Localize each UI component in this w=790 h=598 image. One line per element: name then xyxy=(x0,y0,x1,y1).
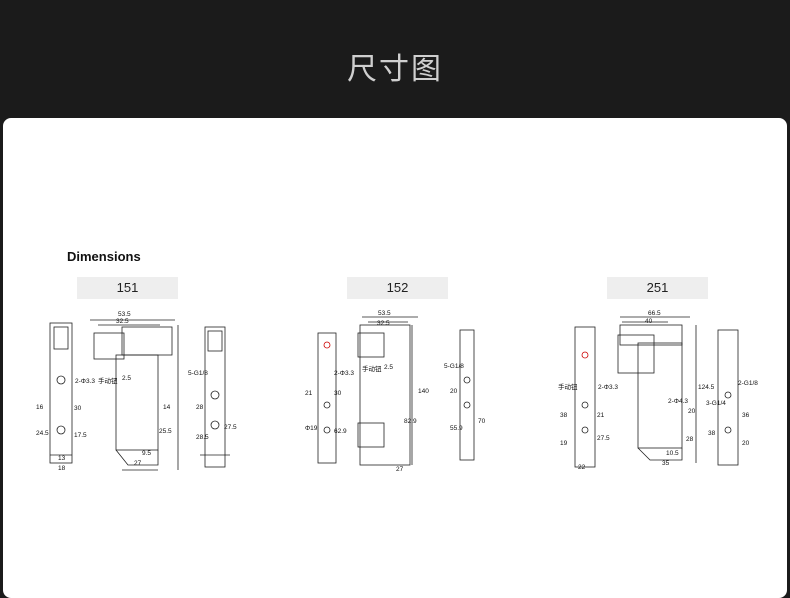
page-title: 尺寸图 xyxy=(347,52,443,87)
dim-label: 66.5 xyxy=(648,310,661,317)
dim-label: 13 xyxy=(58,455,66,462)
dim-label: 38 xyxy=(708,430,716,437)
dim-label: 27.5 xyxy=(597,435,610,442)
dim-label: 20 xyxy=(450,388,458,395)
dim-label: 32.5 xyxy=(116,318,129,325)
dim-label: 40 xyxy=(645,318,653,325)
dim-label: 14 xyxy=(163,404,171,411)
dim-label: 2-Φ3.3 xyxy=(334,370,354,377)
dim-label: 19 xyxy=(560,440,568,447)
dim-label: 28 xyxy=(686,436,694,443)
dim-label: 2.5 xyxy=(122,375,131,382)
dim-label: 5-G1/8 xyxy=(444,363,464,370)
dim-label: 10.5 xyxy=(666,450,679,457)
dim-label: 35 xyxy=(662,460,670,467)
dim-label: 27 xyxy=(134,460,142,467)
dim-label: 手动钮 xyxy=(362,364,382,373)
dim-label: 27 xyxy=(396,466,404,473)
dim-label: 17.5 xyxy=(74,432,87,439)
dim-label: 30 xyxy=(74,405,82,412)
dim-label: 22 xyxy=(578,464,586,471)
dim-label: 手动钮 xyxy=(558,382,578,391)
dim-label: 2.5 xyxy=(384,364,393,371)
dim-label: 55.9 xyxy=(450,425,463,432)
dim-label: 5-G1/8 xyxy=(188,370,208,377)
page-header: 尺寸图 xyxy=(0,0,790,118)
dim-label: 2-Φ3.3 xyxy=(75,378,95,385)
dimensions-heading: Dimensions xyxy=(67,249,141,264)
dim-label: 38 xyxy=(560,412,568,419)
dim-label: 62.9 xyxy=(334,428,347,435)
dim-label: 140 xyxy=(418,388,429,395)
dimension-drawing-152: 53.5 32.5 2-Φ3.3 手动钮 2.5 5-G1/8 30 21 Φ1… xyxy=(300,305,500,480)
dimension-drawing-151: 53.5 32.5 2-Φ3.3 手动钮 2.5 30 16 24.5 17.5… xyxy=(30,305,250,480)
dim-label: 24.5 xyxy=(36,430,49,437)
dim-label: 手动钮 xyxy=(98,376,118,385)
dim-label: 30 xyxy=(334,390,342,397)
dim-label: 2-Φ4.3 xyxy=(668,398,688,405)
model-tab-151: 151 xyxy=(77,277,178,299)
dim-label: 3-G1/4 xyxy=(706,400,726,407)
dim-label: 9.5 xyxy=(142,450,151,457)
dimension-drawing-251: 66.5 40 手动钮 2-Φ3.3 2-Φ4.3 124.5 2-G1/8 3… xyxy=(550,305,770,480)
dim-label: 36 xyxy=(742,412,750,419)
dim-label: Φ19 xyxy=(305,425,318,432)
dim-label: 124.5 xyxy=(698,384,715,391)
content-card xyxy=(3,118,787,598)
dim-label: 2-G1/8 xyxy=(738,380,758,387)
dim-label: 28.5 xyxy=(196,434,209,441)
dim-label: 16 xyxy=(36,404,44,411)
dim-label: 53.5 xyxy=(118,311,131,318)
dim-label: 20 xyxy=(688,408,696,415)
dim-label: 27.5 xyxy=(224,424,237,431)
model-tab-251: 251 xyxy=(607,277,708,299)
dim-label: 28 xyxy=(196,404,204,411)
dim-label: 25.5 xyxy=(159,428,172,435)
dim-label: 53.5 xyxy=(378,310,391,317)
dim-label: 21 xyxy=(597,412,605,419)
dim-label: 32.5 xyxy=(377,320,390,327)
dim-label: 2-Φ3.3 xyxy=(598,384,618,391)
dim-label: 82.9 xyxy=(404,418,417,425)
dim-label: 18 xyxy=(58,465,66,472)
model-tab-152: 152 xyxy=(347,277,448,299)
dim-label: 21 xyxy=(305,390,313,397)
dim-label: 20 xyxy=(742,440,750,447)
dim-label: 70 xyxy=(478,418,486,425)
